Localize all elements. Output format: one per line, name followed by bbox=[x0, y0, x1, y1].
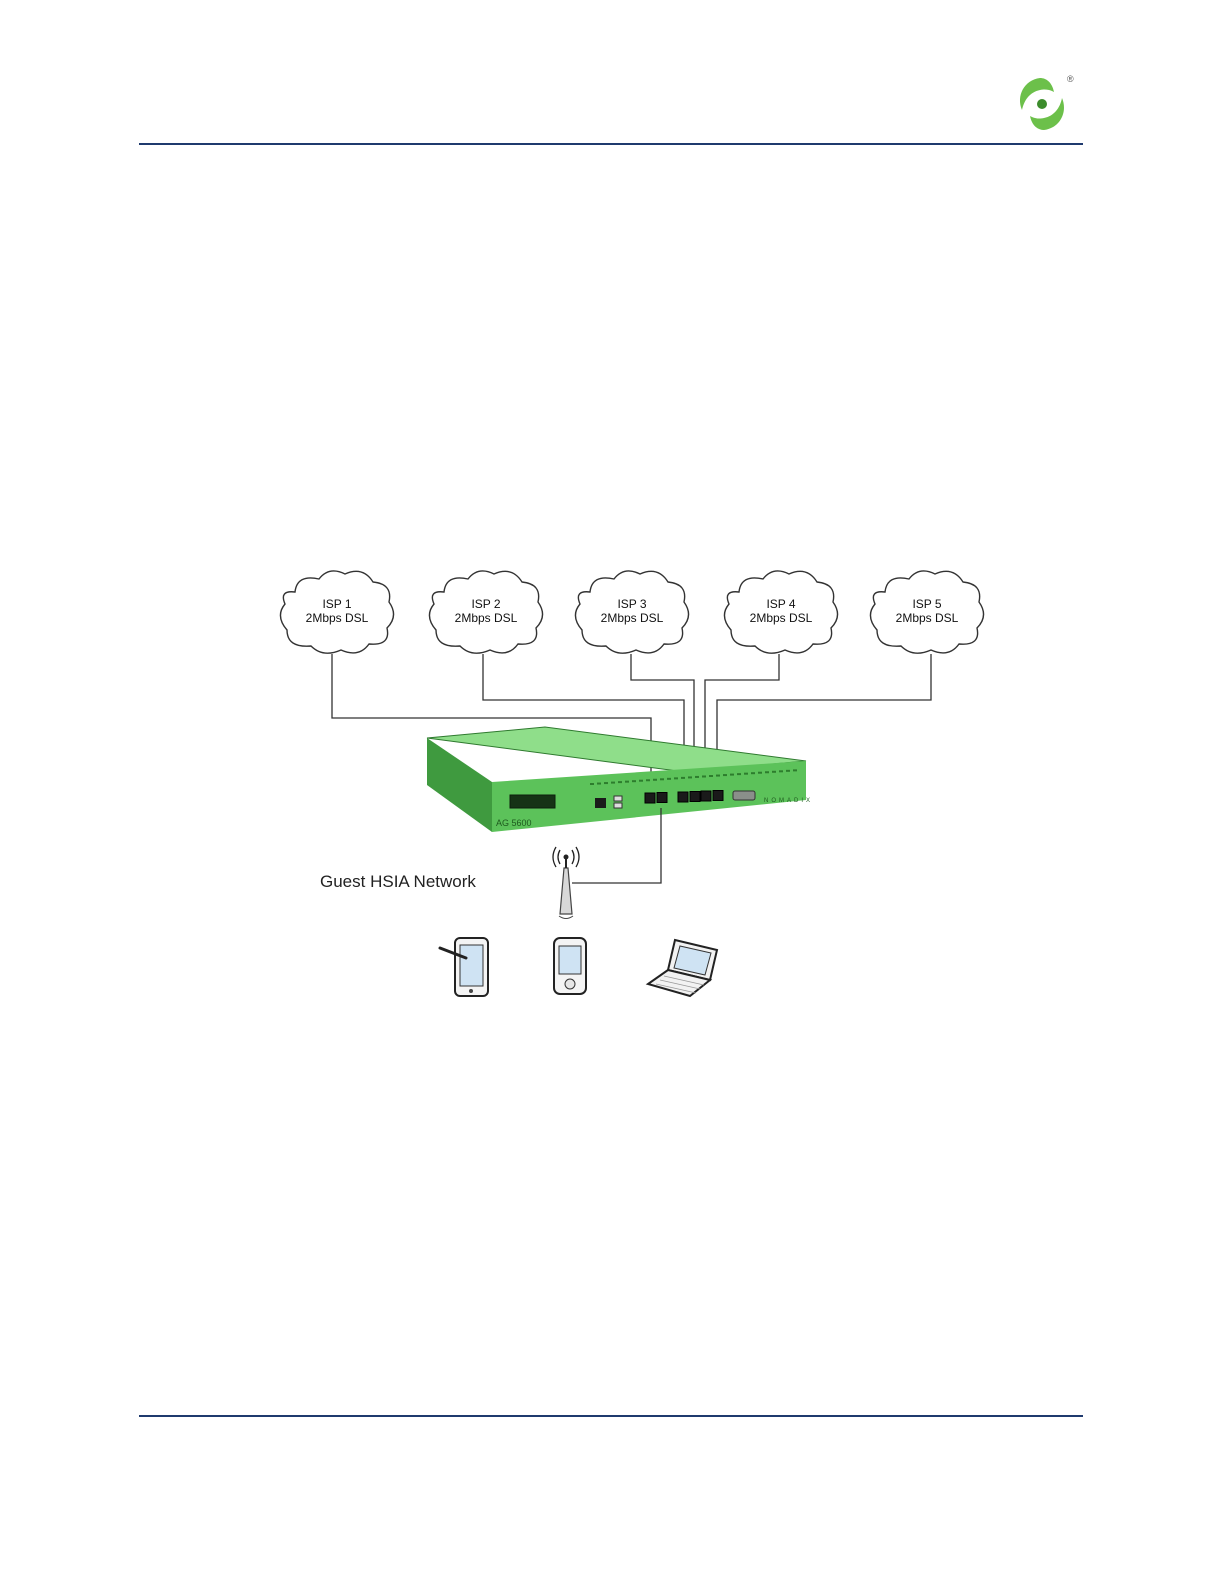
vent-slot bbox=[730, 774, 734, 776]
usb-port bbox=[614, 803, 622, 808]
vent-slot bbox=[646, 779, 650, 781]
isp-speed: 2Mbps DSL bbox=[896, 611, 959, 625]
ethernet-port-4 bbox=[690, 792, 700, 802]
vent-slot bbox=[681, 777, 685, 779]
vent-slot bbox=[667, 778, 671, 780]
isp-links bbox=[332, 654, 931, 793]
isp-name: ISP 5 bbox=[912, 597, 941, 611]
serial-port bbox=[733, 791, 755, 800]
isp-link-1 bbox=[332, 654, 651, 793]
vent-slot bbox=[597, 783, 601, 785]
appliance-model-label: AG 5600 bbox=[496, 818, 532, 828]
vent-slot bbox=[765, 771, 769, 773]
vent-slot bbox=[632, 780, 636, 782]
vent-slot bbox=[751, 772, 755, 774]
vent-slot bbox=[674, 777, 678, 779]
tablet-icon bbox=[440, 938, 488, 996]
ethernet-port-5 bbox=[701, 791, 711, 801]
isp-speed: 2Mbps DSL bbox=[601, 611, 664, 625]
isp-name: ISP 4 bbox=[766, 597, 795, 611]
console-port bbox=[595, 798, 606, 808]
vent-slot bbox=[744, 773, 748, 775]
gateway-appliance: AG 5600 NOMADIX bbox=[427, 727, 813, 832]
isp-speed: 2Mbps DSL bbox=[750, 611, 813, 625]
vent-slot bbox=[625, 781, 629, 783]
vent-slot bbox=[639, 780, 643, 782]
isp-name: ISP 3 bbox=[617, 597, 646, 611]
vent-slot bbox=[737, 773, 741, 775]
vent-slot bbox=[604, 782, 608, 784]
vent-slot bbox=[716, 775, 720, 777]
appliance-brand-label: NOMADIX bbox=[764, 798, 813, 804]
vent-slot bbox=[779, 770, 783, 772]
vent-slot bbox=[660, 778, 664, 780]
phone-icon bbox=[554, 938, 586, 994]
isp-name: ISP 2 bbox=[471, 597, 500, 611]
vent-slot bbox=[709, 775, 713, 777]
ethernet-port-2 bbox=[657, 793, 667, 803]
vent-slot bbox=[793, 769, 797, 771]
lcd-display bbox=[510, 795, 555, 808]
isp-speed: 2Mbps DSL bbox=[455, 611, 518, 625]
vent-slot bbox=[618, 781, 622, 783]
vent-slot bbox=[611, 782, 615, 784]
usb-port bbox=[614, 796, 622, 801]
isp-name: ISP 1 bbox=[322, 597, 351, 611]
appliance-side bbox=[427, 738, 492, 832]
vent-slot bbox=[723, 774, 727, 776]
vent-slot bbox=[695, 776, 699, 778]
network-label: Guest HSIA Network bbox=[320, 872, 476, 891]
vent-slot bbox=[786, 770, 790, 772]
vent-slot bbox=[702, 775, 706, 777]
vent-slot bbox=[688, 776, 692, 778]
vent-slot bbox=[590, 783, 594, 785]
vent-slot bbox=[758, 772, 762, 774]
vent-slot bbox=[772, 771, 776, 773]
vent-slot bbox=[653, 779, 657, 781]
ethernet-port-1 bbox=[645, 793, 655, 803]
isp-speed: 2Mbps DSL bbox=[306, 611, 369, 625]
laptop-icon bbox=[648, 940, 717, 996]
ethernet-port-3 bbox=[678, 792, 688, 802]
ethernet-port-6 bbox=[713, 791, 723, 801]
